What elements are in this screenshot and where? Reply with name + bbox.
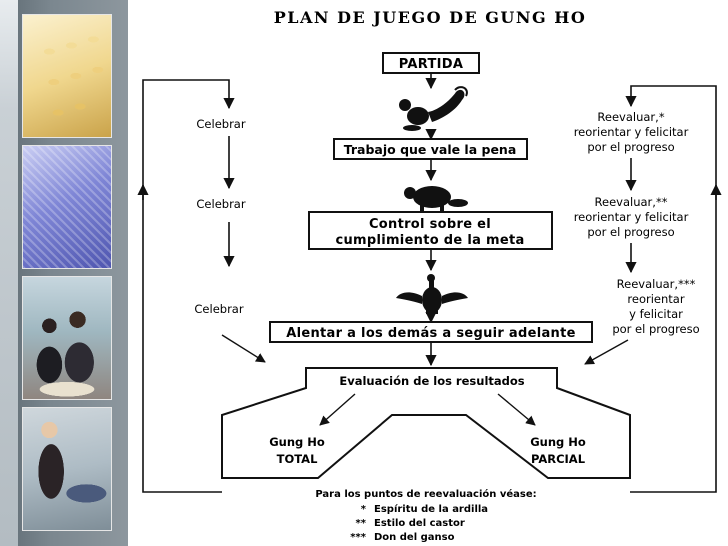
photo-strip [0,0,128,546]
total-label-line1: Gung Ho [269,435,325,449]
reevaluate-3-line4: por el progreso [612,322,699,336]
diagram-title: PLAN DE JUEGO DE GUNG HO [274,8,587,27]
reevaluate-2-line2: reorientar y felicitar [574,210,689,224]
celebrate-label-2: Celebrar [196,197,245,211]
partial-label-line1: Gung Ho [530,435,586,449]
reevaluate-1-line1: Reevaluar,* [597,110,664,124]
footnote-text-2: Estilo del castor [374,518,465,529]
reevaluate-3-line1: Reevaluar,*** [617,277,696,291]
beaver-icon [404,186,468,212]
evaluation-label: Evaluación de los resultados [339,374,524,388]
celebrate-label-3: Celebrar [194,302,243,316]
blue-data-photo [22,145,112,269]
reevaluate-1-line3: por el progreso [587,140,674,154]
step-3-label: Alentar a los demás a seguir adelante [286,326,575,341]
woman-laptop-photo [22,407,112,531]
footnote-mark-1: * [361,504,367,515]
squirrel-icon [399,86,468,131]
partial-label-line2: PARCIAL [531,452,586,466]
reevaluate-3-line3: y felicitar [629,307,683,321]
step-1-label: Trabajo que vale la pena [344,142,517,157]
total-label-line2: TOTAL [277,452,318,466]
step-2-label-line2: cumplimiento de la meta [335,233,524,248]
evaluation-shape [221,367,631,479]
reevaluate-2-line1: Reevaluar,** [595,195,668,209]
celebrate-label-1: Celebrar [196,117,245,131]
footnote-intro: Para los puntos de reevaluación véase: [315,488,536,500]
reevaluate-2-line3: por el progreso [587,225,674,239]
footnote-mark-3: *** [350,532,366,543]
reevaluate-1-line2: reorientar y felicitar [574,125,689,139]
reevaluate-3-line2: reorientar [627,292,684,306]
footnote-text-3: Don del ganso [374,532,455,543]
strip-edge [0,0,18,546]
calculator-photo [22,14,112,138]
step-2-label-line1: Control sobre el [369,217,491,232]
goose-icon [396,274,468,314]
team-meeting-photo [22,276,112,400]
footnote-text-1: Espíritu de la ardilla [374,503,488,515]
start-label: PARTIDA [399,57,463,72]
footnote-mark-2: ** [356,518,367,529]
